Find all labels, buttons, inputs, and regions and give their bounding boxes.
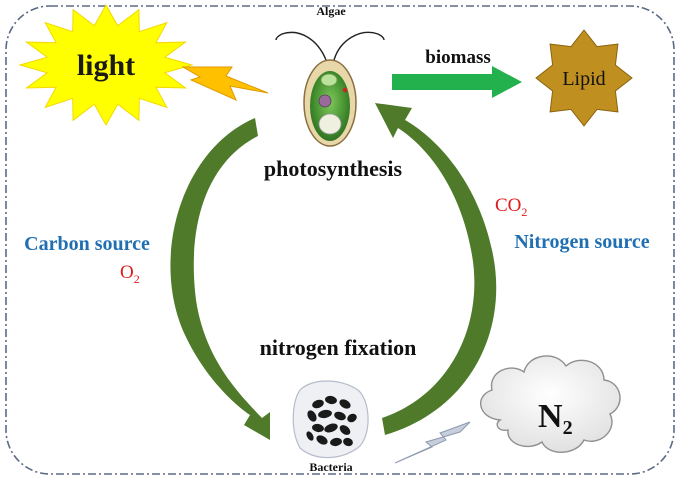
nitrogen-cycle-arrow (375, 103, 497, 435)
carbon-cycle-arrow (170, 118, 270, 440)
n2-lightning-icon (394, 421, 471, 464)
bacterium-cell (312, 423, 324, 433)
cloud-icon (480, 355, 621, 453)
diagram-border (5, 5, 675, 475)
biomass-label: biomass (425, 47, 490, 68)
photosynthesis-label: photosynthesis (264, 156, 403, 181)
bacterium-cell (347, 413, 357, 423)
bacterium-cell (312, 399, 324, 409)
light-lightning-icon (181, 66, 269, 101)
bacterium-cell (343, 437, 353, 447)
algae-cell-icon (275, 31, 385, 147)
bacterium-cell (306, 431, 314, 441)
bacteria-label: Bacteria (309, 460, 352, 474)
sun-icon: light (18, 3, 194, 127)
light-label: light (77, 49, 135, 82)
o2-label: O2 (120, 262, 140, 286)
bacterium-cell (339, 399, 351, 409)
bacterium-cell (339, 425, 351, 435)
bacterium-cell (307, 410, 317, 422)
nitrogen-fixation-label: nitrogen fixation (260, 335, 417, 360)
bacterium-cell (330, 437, 342, 447)
lipid-star-icon: Lipid (535, 29, 633, 127)
biomass-arrow (392, 66, 522, 98)
n2-label: N2 (538, 398, 573, 439)
carbon-source-label: Carbon source (24, 233, 150, 255)
bacterium-cell (324, 423, 338, 433)
nitrogen-source-label: Nitrogen source (514, 231, 649, 253)
bacterium-cell (334, 411, 346, 421)
lipid-label: Lipid (562, 68, 605, 90)
bacterium-cell (325, 395, 337, 405)
bacterium-cell (316, 435, 328, 445)
bacteria-cluster-icon (292, 380, 369, 459)
algae-label: Algae (316, 4, 346, 18)
bacterium-cell (318, 409, 332, 419)
co2-label: CO2 (495, 195, 527, 219)
